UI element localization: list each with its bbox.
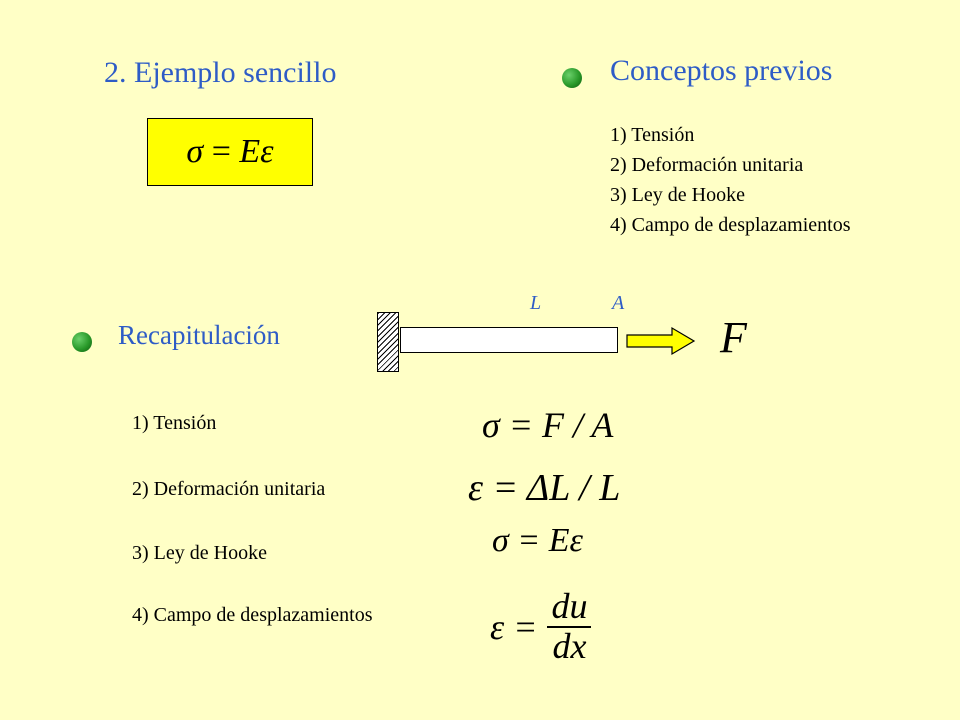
force-arrow-icon [626,326,696,356]
derivative-fraction: du dx [547,587,592,666]
recap-item-hooke: 3) Ley de Hooke [132,542,267,564]
recap-item-strain: 2) Deformación unitaria [132,478,326,500]
fraction-denominator: dx [552,625,587,666]
concept-item: 2) Deformación unitaria [610,154,804,176]
length-label: L [530,292,542,314]
concept-item: 4) Campo de desplazamientos [610,214,851,236]
area-label: A [612,292,625,314]
concepts-list: 1) Tensión 2) Deformación unitaria 3) Le… [610,120,851,240]
stress-formula: σ = F / A [482,405,614,445]
hooke-formula-box: σ = Eε [147,118,313,186]
bullet-icon [562,68,582,88]
concept-item: 3) Ley de Hooke [610,184,745,206]
section-title: 2. Ejemplo sencillo [104,56,337,89]
concepts-title: Conceptos previos [610,54,833,87]
fraction-numerator: du [547,587,592,628]
concept-item: 1) Tensión [610,124,695,146]
force-label: F [720,313,747,362]
recap-title: Recapitulación [118,320,280,350]
displacement-formula: ε = du dx [490,587,592,666]
displacement-lhs: ε = [490,606,538,647]
fixed-support [377,312,399,372]
recap-item-displacement: 4) Campo de desplazamientos [132,604,373,626]
bar-element [400,327,618,353]
strain-formula: ε = ΔL / L [468,467,621,509]
hooke-formula: σ = Eε [492,522,583,559]
boxed-formula: σ = Eε [186,133,274,170]
recap-item-stress: 1) Tensión [132,412,217,434]
bullet-icon [72,332,92,352]
